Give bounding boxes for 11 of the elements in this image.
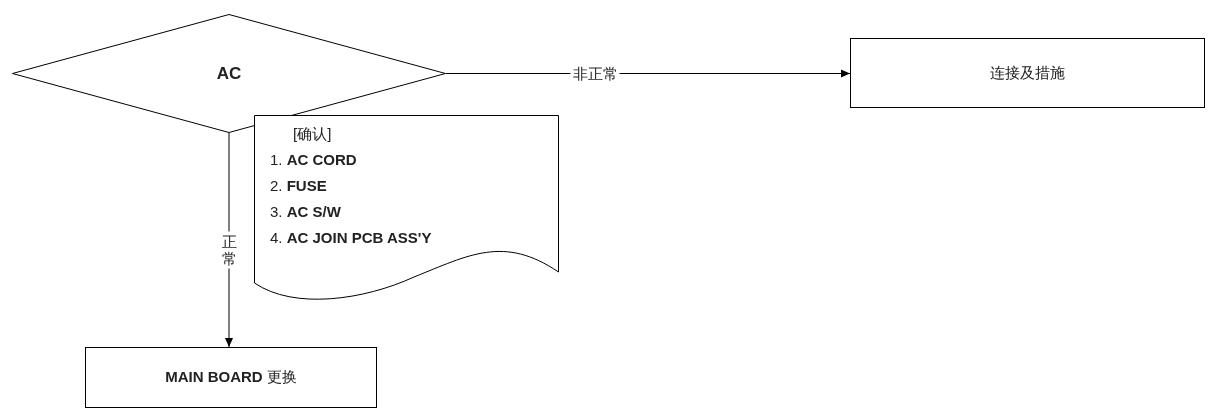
- note-heading: [确认]: [292, 124, 333, 144]
- checklist-item: 4. AC JOIN PCB ASS'Y: [270, 228, 432, 248]
- node-label: 连接及措施: [990, 62, 1065, 83]
- edge-label: 正常: [221, 231, 237, 269]
- node-label: MAIN BOARD 更换: [165, 367, 297, 388]
- node-label: AC: [216, 62, 242, 85]
- checklist-item: 3. AC S/W: [270, 202, 342, 222]
- process-box: [850, 38, 1205, 108]
- process-box: [85, 347, 377, 408]
- checklist-item: 1. AC CORD: [270, 150, 358, 170]
- checklist-item: 2. FUSE: [270, 176, 328, 196]
